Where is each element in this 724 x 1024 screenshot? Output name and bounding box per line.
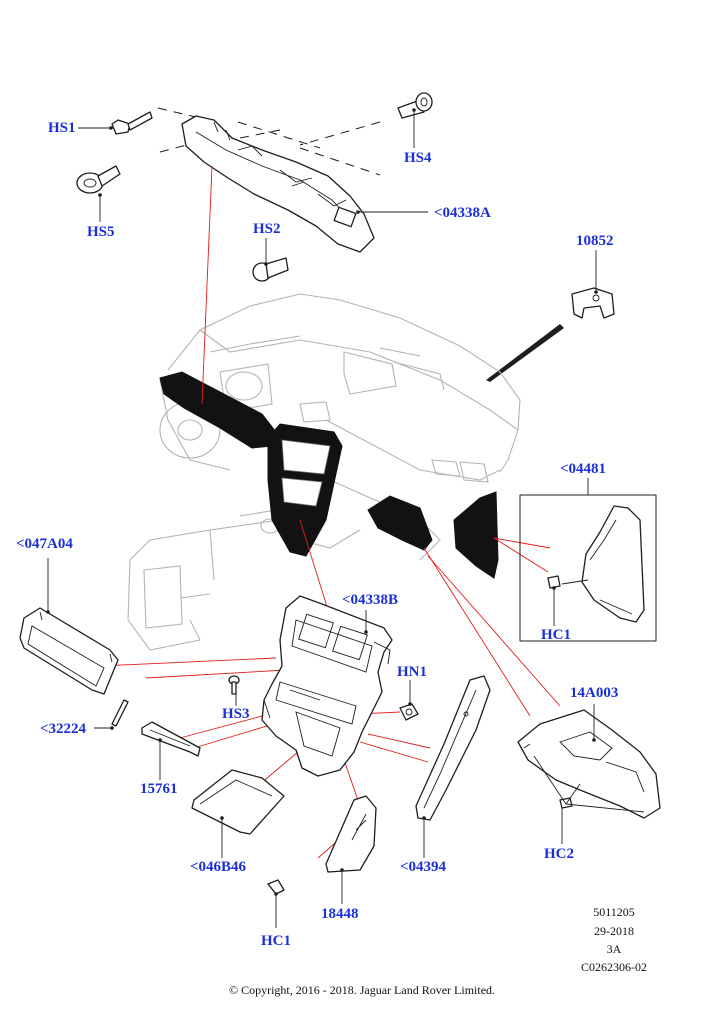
panel-04394 xyxy=(415,675,491,858)
reference-date: 29-2018 xyxy=(594,924,634,938)
reference-code: C0262306-02 xyxy=(581,960,647,974)
bracket-10852 xyxy=(486,250,615,382)
callout-14a003[interactable]: 14A003 xyxy=(570,685,619,701)
bolt-hs4 xyxy=(397,92,433,148)
copyright-notice: © Copyright, 2016 - 2018. Jaguar Land Ro… xyxy=(228,983,496,997)
callout-hs4[interactable]: HS4 xyxy=(404,150,432,166)
callout-hs1[interactable]: HS1 xyxy=(48,120,76,136)
callout-hn1[interactable]: HN1 xyxy=(397,664,427,680)
callout-047a04[interactable]: <047A04 xyxy=(16,536,73,552)
screw-hs3 xyxy=(228,675,240,706)
clip-hc1-bottom xyxy=(267,879,285,928)
callout-15761[interactable]: 15761 xyxy=(140,781,178,797)
callout-hc1-right[interactable]: HC1 xyxy=(541,627,571,643)
trim-18448 xyxy=(325,795,377,904)
reference-revision: 3A xyxy=(606,942,622,956)
callout-hs3[interactable]: HS3 xyxy=(222,706,250,722)
callout-hc2[interactable]: HC2 xyxy=(544,846,574,862)
bolt-hs5 xyxy=(76,165,121,222)
panel-dark-trims xyxy=(159,371,499,579)
rod-32224 xyxy=(94,699,129,730)
display-047a04 xyxy=(19,558,119,695)
assembly-dash-lines xyxy=(157,107,381,176)
tray-046b46 xyxy=(191,769,285,858)
bracket-14a003 xyxy=(517,704,661,844)
callout-32224[interactable]: <32224 xyxy=(40,721,87,737)
callout-04394[interactable]: <04394 xyxy=(400,859,447,875)
console-frame-04338b xyxy=(261,595,393,777)
reference-number: 5011205 xyxy=(593,905,635,919)
bolt-hs2 xyxy=(252,238,289,282)
instrument-panel-ghost xyxy=(127,293,521,651)
upper-bracket-04338a xyxy=(181,115,428,253)
strip-15761 xyxy=(141,721,201,780)
callout-18448[interactable]: 18448 xyxy=(321,906,359,922)
callout-hc1-bottom[interactable]: HC1 xyxy=(261,933,291,949)
callout-04481[interactable]: <04481 xyxy=(560,461,607,477)
detail-box-04481 xyxy=(519,478,657,642)
nut-hn1 xyxy=(399,680,419,721)
callout-046b46[interactable]: <046B46 xyxy=(190,859,247,875)
callout-hs5[interactable]: HS5 xyxy=(87,224,115,240)
screw-hs1 xyxy=(78,111,153,135)
callout-hs2[interactable]: HS2 xyxy=(253,221,281,237)
callout-04338a[interactable]: <04338A xyxy=(434,205,491,221)
callout-04338b[interactable]: <04338B xyxy=(342,592,399,608)
red-leader-lines xyxy=(99,165,561,859)
callout-10852[interactable]: 10852 xyxy=(576,233,614,249)
